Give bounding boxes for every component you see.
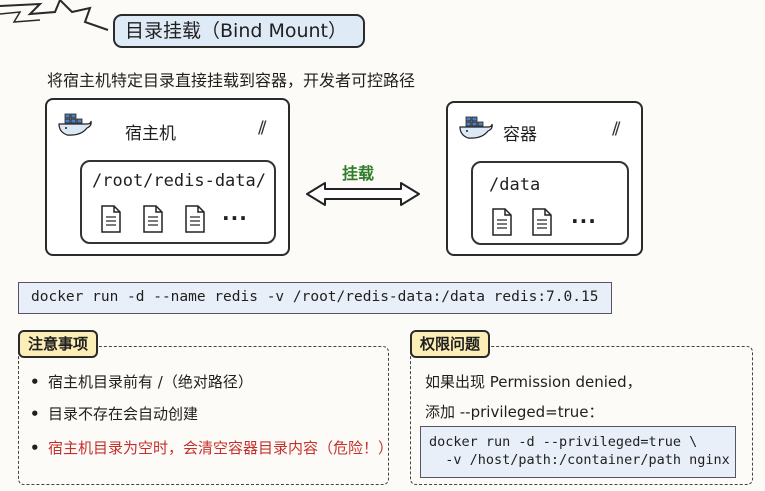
permissions-tag: 权限问题 xyxy=(410,330,491,358)
docker-command: docker run -d --name redis -v /root/redi… xyxy=(18,282,612,314)
privileged-hint: 添加 --privileged=true： xyxy=(425,403,604,421)
subtitle: 将宿主机特定目录直接挂载到容器，开发者可控路径 xyxy=(47,71,416,90)
bidirectional-arrow-icon xyxy=(306,182,420,206)
docker-whale-icon xyxy=(58,113,92,136)
permission-line: 如果出现 Permission denied， xyxy=(425,373,642,391)
more-files-ellipsis: ··· xyxy=(222,206,248,230)
host-directory-box: /root/redis-data/ ··· xyxy=(80,160,276,244)
container-label: 容器 xyxy=(503,125,537,145)
container-panel: 容器 // /data ··· xyxy=(446,101,643,256)
hatch-mark: // xyxy=(258,118,267,138)
host-label: 宿主机 xyxy=(125,124,176,144)
note-item-warning: •宿主机目录为空时，会清空容器目录内容（危险！） xyxy=(30,439,394,457)
code-line: -v /host/path:/container/path nginx xyxy=(429,452,730,468)
file-icon xyxy=(532,208,552,236)
privileged-code-box: docker run -d --privileged=true \ -v /ho… xyxy=(420,426,736,478)
file-icon xyxy=(143,205,163,233)
bullet-icon: • xyxy=(30,439,40,457)
docker-whale-icon xyxy=(459,116,493,139)
code-line: docker run -d --privileged=true \ xyxy=(429,434,698,450)
container-path: /data xyxy=(489,175,541,195)
note-item: •宿主机目录前有 /（绝对路径） xyxy=(30,373,253,391)
mount-label: 挂载 xyxy=(342,164,375,183)
host-panel: 宿主机 // /root/redis-data/ ··· xyxy=(45,98,290,256)
file-icon xyxy=(185,205,205,233)
corner-sketch-decoration xyxy=(0,0,109,31)
note-item: •目录不存在会自动创建 xyxy=(30,405,199,423)
page-title: 目录挂载（Bind Mount） xyxy=(113,14,365,48)
notes-tag: 注意事项 xyxy=(18,330,99,358)
bullet-icon: • xyxy=(30,373,40,391)
host-path: /root/redis-data/ xyxy=(92,171,266,191)
file-icon xyxy=(101,205,121,233)
notes-panel xyxy=(18,346,389,485)
bullet-icon: • xyxy=(30,405,40,423)
container-directory-box: /data ··· xyxy=(471,161,629,245)
file-icon xyxy=(492,208,512,236)
hatch-mark: // xyxy=(612,119,621,139)
more-files-ellipsis: ··· xyxy=(571,209,597,233)
